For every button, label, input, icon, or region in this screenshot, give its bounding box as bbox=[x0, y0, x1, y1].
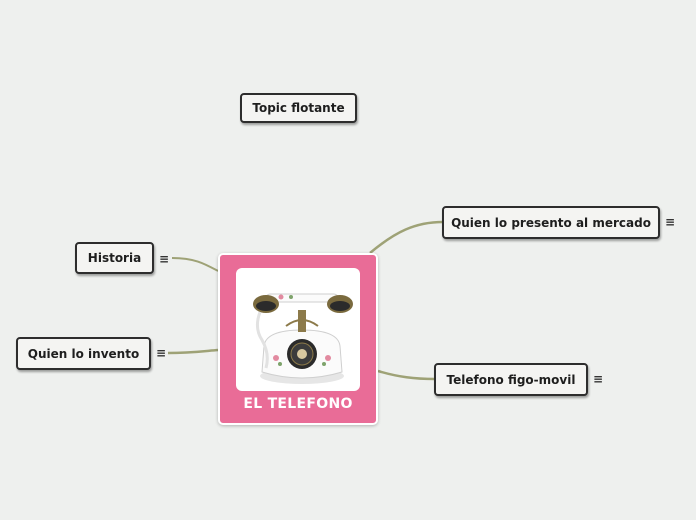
central-topic[interactable]: EL TELEFONO bbox=[218, 253, 378, 425]
topic-quien-lo-invento[interactable]: Quien lo invento bbox=[16, 337, 151, 370]
connector-historia bbox=[171, 257, 219, 272]
connector-quien-lo-invento bbox=[167, 348, 219, 355]
central-topic-title: EL TELEFONO bbox=[243, 396, 353, 412]
topic-telefono-figo-movil[interactable]: Telefono figo-movil bbox=[434, 363, 588, 396]
topic-quien-lo-presento[interactable]: Quien lo presento al mercado bbox=[442, 206, 660, 239]
connector-quien-lo-presento bbox=[369, 220, 444, 254]
connector-telefono-figo-movil bbox=[377, 369, 436, 381]
note-icon[interactable]: ≡ bbox=[156, 346, 167, 360]
topic-historia-label: Historia bbox=[87, 251, 142, 265]
antique-telephone-icon bbox=[253, 293, 353, 384]
topic-telefono-figo-movil-label: Telefono figo-movil bbox=[446, 372, 576, 387]
note-icon[interactable]: ≡ bbox=[665, 215, 676, 229]
telephone-image bbox=[236, 268, 360, 391]
floating-topic[interactable]: Topic flotante bbox=[240, 93, 357, 123]
note-icon[interactable]: ≡ bbox=[593, 372, 604, 386]
topic-quien-lo-invento-label: Quien lo invento bbox=[27, 346, 140, 361]
floating-topic-label: Topic flotante bbox=[252, 101, 345, 115]
note-icon[interactable]: ≡ bbox=[159, 252, 170, 266]
topic-historia[interactable]: Historia bbox=[75, 242, 154, 274]
topic-quien-lo-presento-label: Quien lo presento al mercado bbox=[451, 215, 651, 230]
